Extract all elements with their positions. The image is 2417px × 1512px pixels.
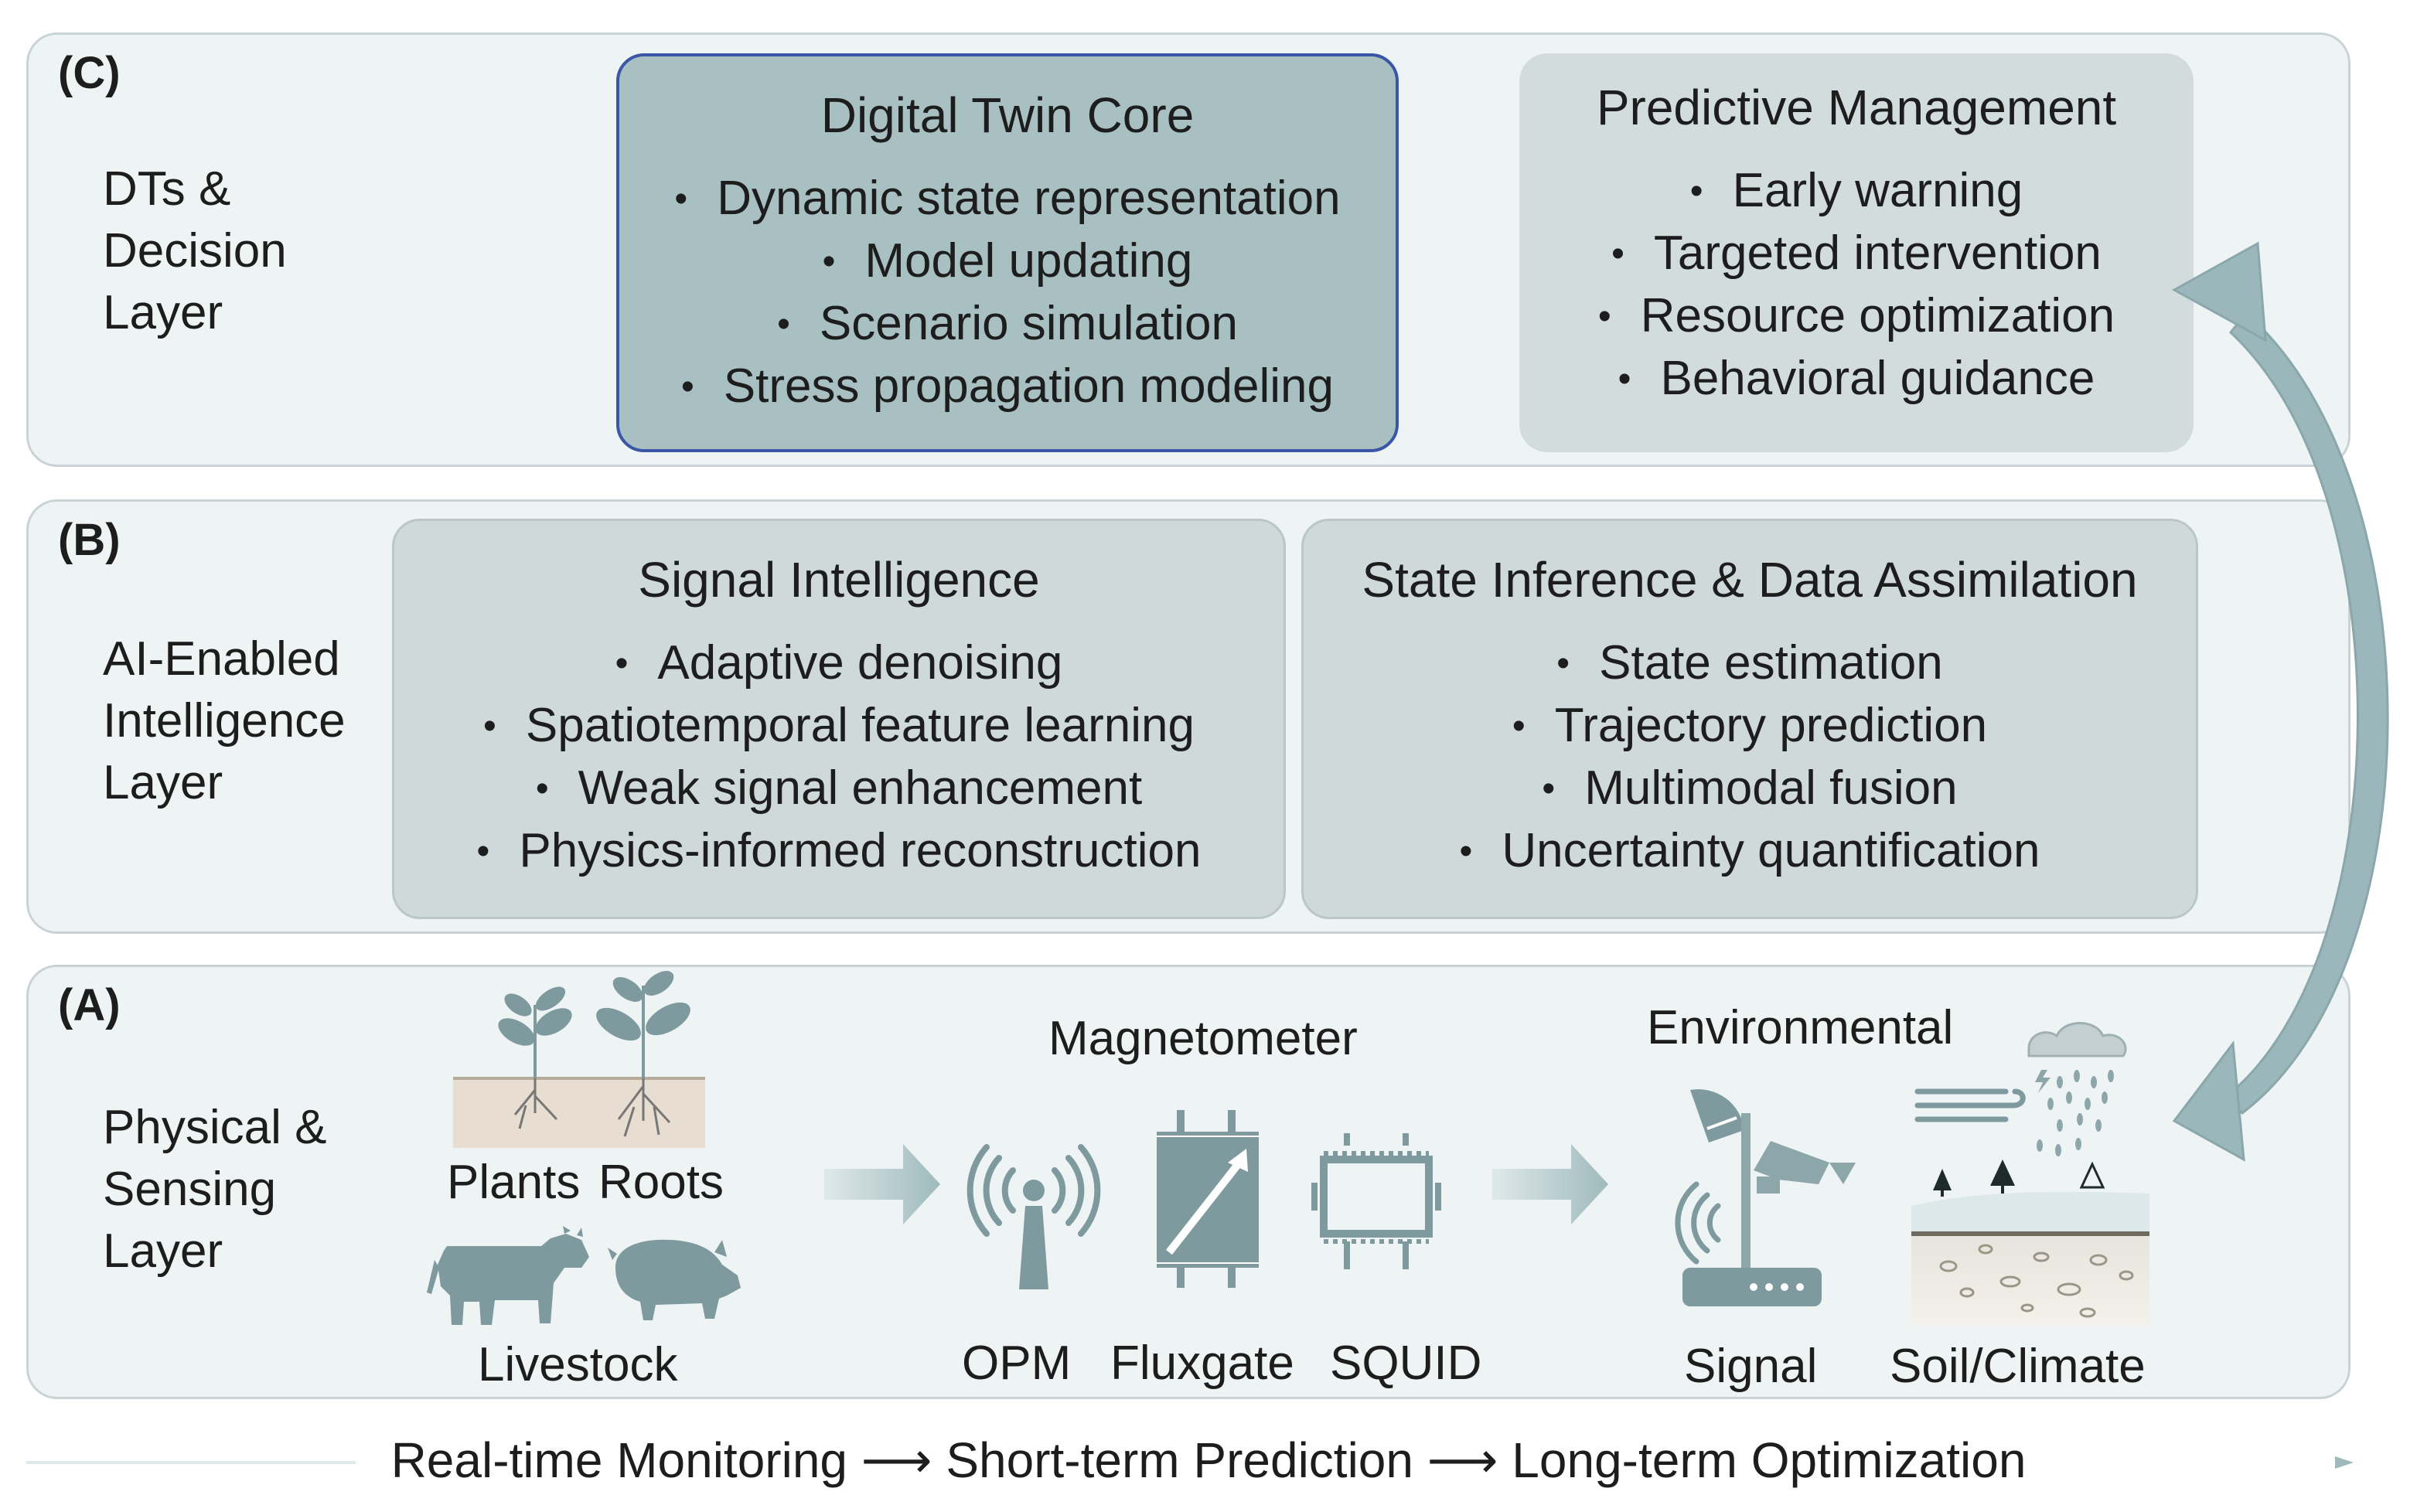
signal-station-icon	[1675, 1089, 1856, 1306]
layer-name-a-line2: Sensing	[103, 1163, 277, 1216]
list-item: Model updating	[619, 230, 1396, 293]
ai-intelligence-layer: (B) AI-Enabled Intelligence Layer Signal…	[26, 499, 2351, 934]
magnetometer-label: Magnetometer	[1048, 1012, 1358, 1065]
layer-name-c-line2: Decision	[103, 224, 287, 278]
squid-icon	[1311, 1133, 1441, 1269]
livestock-label: Livestock	[478, 1338, 678, 1391]
layer-name-b-line3: Layer	[103, 756, 223, 809]
digital-twin-core-list: Dynamic state representation Model updat…	[619, 168, 1396, 418]
fluxgate-label: Fluxgate	[1110, 1337, 1294, 1390]
list-item: Dynamic state representation	[619, 168, 1396, 230]
signal-label: Signal	[1684, 1340, 1818, 1393]
list-item: Adaptive denoising	[394, 632, 1283, 695]
layer-tag-c: (C)	[58, 48, 121, 98]
state-inference-box: State Inference & Data Assimilation Stat…	[1301, 519, 2198, 919]
timeline-arrow	[26, 1456, 2354, 1469]
signal-intelligence-title: Signal Intelligence	[638, 552, 1040, 608]
layer-name-a-line3: Layer	[103, 1224, 223, 1278]
list-item: State estimation	[1304, 632, 2196, 695]
list-item: Stress propagation modeling	[619, 356, 1396, 418]
digital-twin-core-title: Digital Twin Core	[820, 87, 1195, 143]
signal-intelligence-list: Adaptive denoising Spatiotemporal featur…	[394, 632, 1283, 883]
digital-twin-core-box: Digital Twin Core Dynamic state represen…	[616, 53, 1399, 452]
layer-tag-a: (A)	[58, 980, 121, 1030]
list-item: Physics-informed reconstruction	[394, 820, 1283, 883]
predictive-management-title: Predictive Management	[1596, 80, 2117, 135]
cow-icon	[427, 1226, 589, 1325]
fluxgate-icon	[1157, 1110, 1259, 1288]
state-inference-list: State estimation Trajectory prediction M…	[1304, 632, 2196, 883]
opm-label: OPM	[962, 1337, 1072, 1390]
timeline-label: Real-time Monitoring ⟶ Short-term Predic…	[390, 1432, 2027, 1488]
list-item: Resource optimization	[1519, 285, 2194, 348]
flow-arrow-icon	[1492, 1144, 1608, 1224]
feedback-curved-arrow	[2171, 241, 2389, 1162]
layer-name-c-line3: Layer	[103, 286, 223, 339]
roots-label: Roots	[598, 1156, 724, 1209]
list-item: Targeted intervention	[1519, 223, 2194, 285]
plants-label: Plants	[447, 1156, 581, 1209]
state-inference-title: State Inference & Data Assimilation	[1362, 552, 2138, 608]
list-item: Spatiotemporal feature learning	[394, 695, 1283, 758]
signal-intelligence-box: Signal Intelligence Adaptive denoising S…	[392, 519, 1286, 919]
flow-arrow-icon	[824, 1144, 940, 1224]
list-item: Multimodal fusion	[1304, 758, 2196, 820]
opm-antenna-icon	[966, 1144, 1101, 1289]
environmental-label: Environmental	[1647, 1001, 1954, 1054]
list-item: Uncertainty quantification	[1304, 820, 2196, 883]
soil-climate-label: Soil/Climate	[1890, 1340, 2146, 1393]
layer-name-b-line2: Intelligence	[103, 694, 346, 747]
predictive-management-box: Predictive Management Early warning Targ…	[1519, 53, 2194, 452]
squid-label: SQUID	[1330, 1337, 1482, 1390]
list-item: Early warning	[1519, 160, 2194, 223]
plants-roots-icon	[453, 971, 705, 1148]
layer-name-c-line1: DTs &	[103, 162, 231, 216]
pig-icon	[608, 1239, 741, 1320]
layer-tag-b: (B)	[58, 515, 121, 565]
list-item: Behavioral guidance	[1519, 348, 2194, 410]
predictive-management-list: Early warning Targeted intervention Reso…	[1519, 160, 2194, 410]
dts-decision-layer: (C) DTs & Decision Layer Digital Twin Co…	[26, 32, 2351, 467]
list-item: Weak signal enhancement	[394, 758, 1283, 820]
layer-name-a-line1: Physical &	[103, 1101, 327, 1154]
list-item: Scenario simulation	[619, 293, 1396, 356]
layer-name-b-line1: AI-Enabled	[103, 632, 340, 686]
list-item: Trajectory prediction	[1304, 695, 2196, 758]
soil-climate-icon	[1911, 1022, 2149, 1325]
